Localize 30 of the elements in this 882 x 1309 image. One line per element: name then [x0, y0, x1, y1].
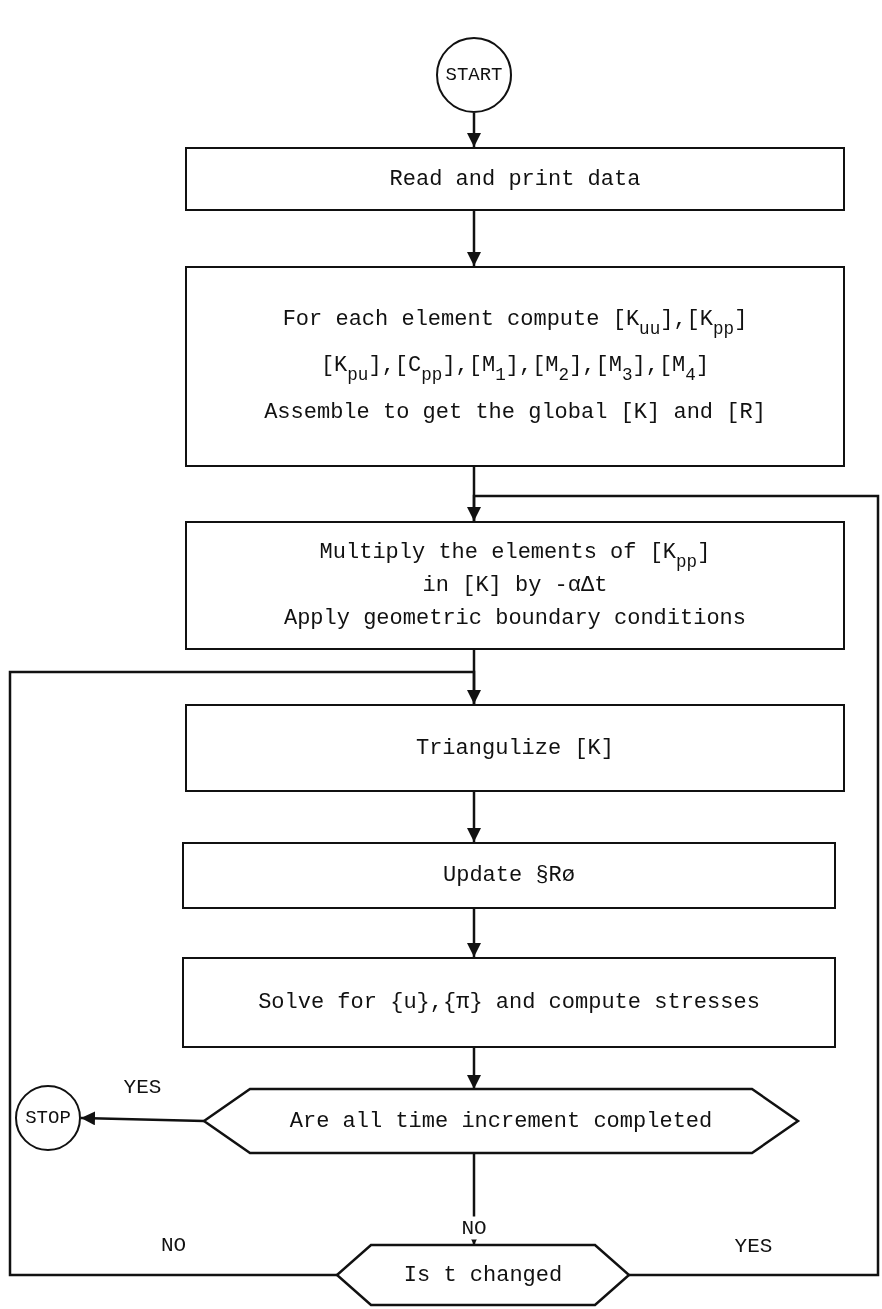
- arrow: [8, 670, 481, 1277]
- process-box: [185, 521, 845, 650]
- process-box: [185, 266, 845, 467]
- terminal-circle: [15, 1085, 81, 1151]
- terminal-circle: [436, 37, 512, 113]
- process-box: [182, 957, 836, 1048]
- step-text: Read and print data: [389, 165, 641, 194]
- process-box: [185, 147, 845, 211]
- arrow: [467, 792, 481, 842]
- process-box: [182, 842, 836, 909]
- step-text: Are all time increment completed: [289, 1107, 713, 1136]
- step-text: For each element compute [K$_{uu}$],[K$_{pp}$] [K$_{pu}$],[C$_{pp}$],[M$_{1}$],[M$_{2}$],[M$_{3}$],[M$_{4}$]: [281, 306, 749, 388]
- step-text: Triangulize [K]: [415, 734, 614, 763]
- step-text: Update §Rø: [443, 862, 575, 890]
- decision-hexagon: [204, 1089, 798, 1153]
- step-text: START: [445, 62, 503, 88]
- arrow: [467, 113, 481, 147]
- arrow: [467, 1048, 481, 1089]
- step-text: STOP: [25, 1105, 71, 1131]
- step-text: Is t changed: [403, 1261, 563, 1290]
- process-box: [185, 704, 845, 792]
- step-text: Solve for {u},{π} and compute stresses: [258, 989, 760, 1017]
- step-text: Apply geometric boundary conditions: [283, 605, 747, 633]
- step-text: Multiply the elements of [K$_{pp}$] in [K] by -αΔt: [318, 539, 712, 600]
- arrow: [80, 1111, 205, 1126]
- step-text: Assemble to get the global [K] and [R]: [264, 398, 766, 427]
- arrow: [467, 909, 481, 957]
- arrow: [467, 494, 880, 1277]
- arrow: [467, 211, 481, 266]
- decision-hexagon: [337, 1245, 629, 1305]
